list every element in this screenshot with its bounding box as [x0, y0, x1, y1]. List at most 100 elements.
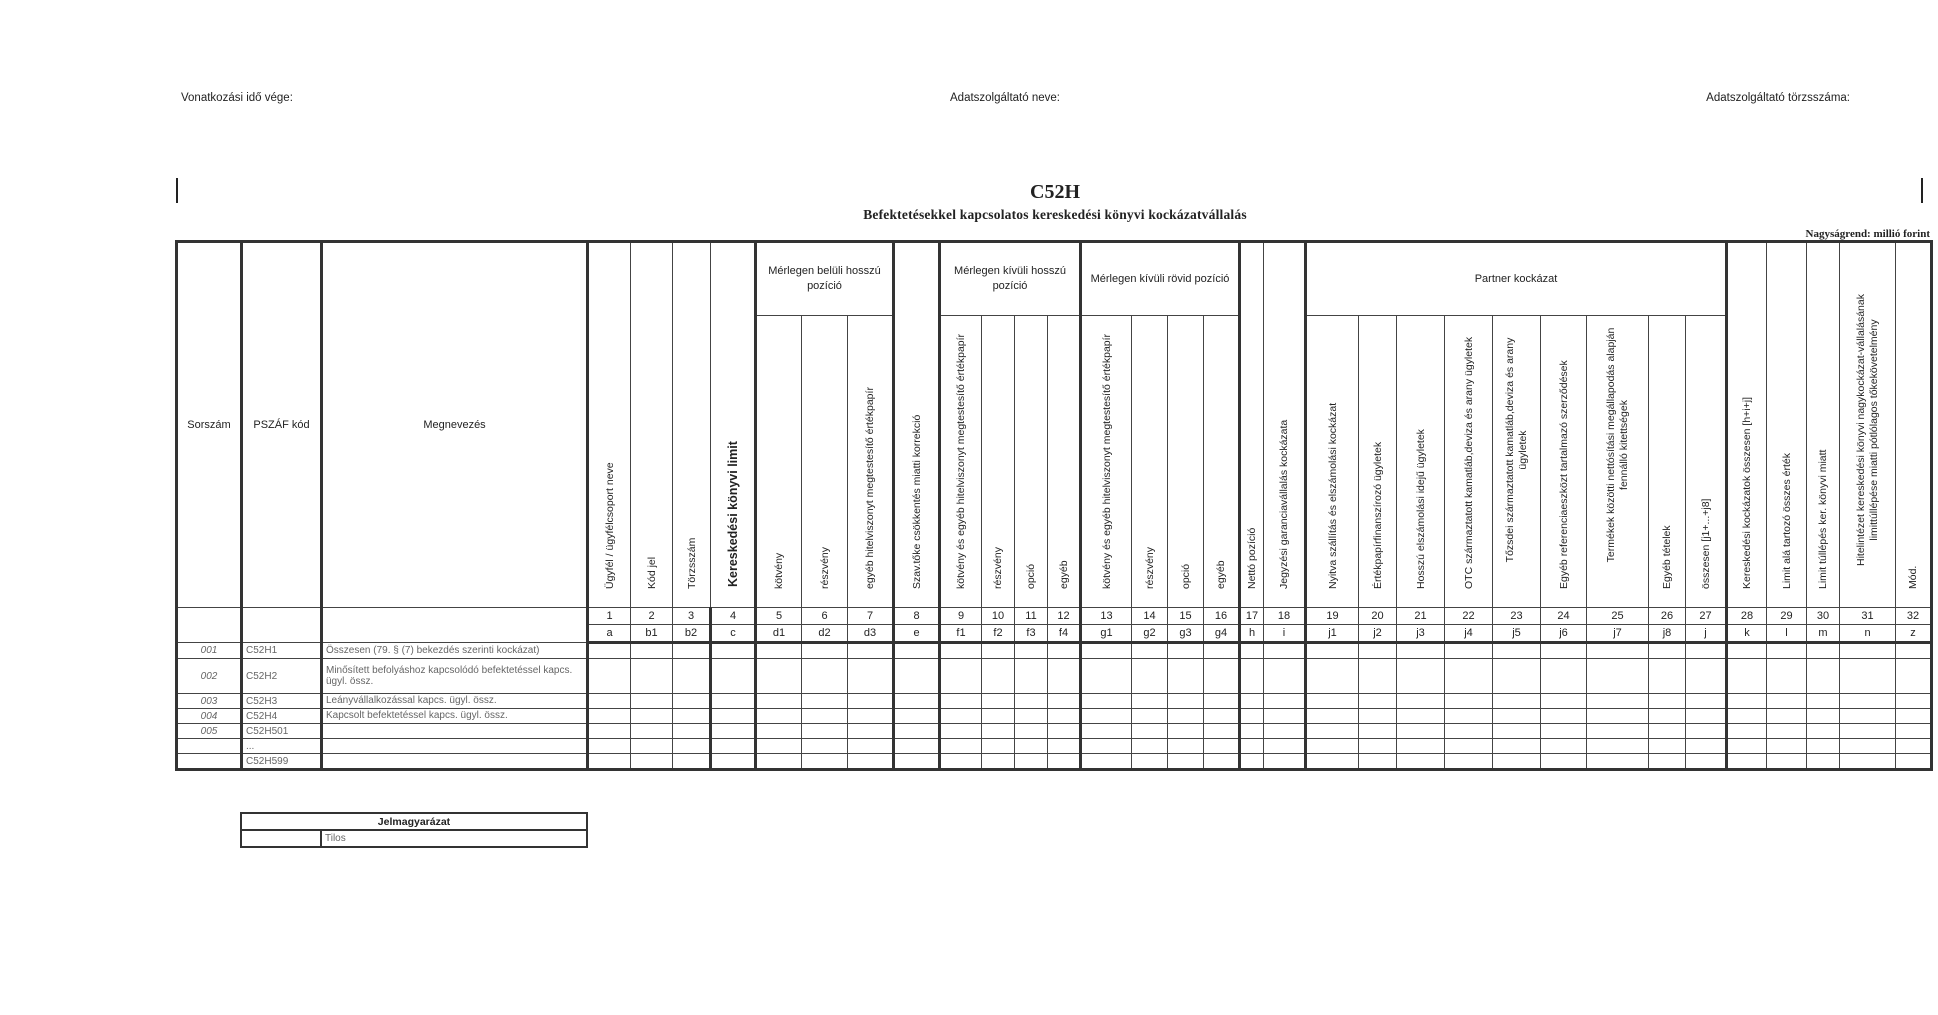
data-cell[interactable]	[1895, 753, 1933, 771]
data-cell[interactable]	[1685, 723, 1728, 739]
data-cell[interactable]	[893, 693, 940, 709]
data-cell[interactable]	[1131, 708, 1168, 724]
data-cell[interactable]	[672, 708, 712, 724]
data-cell[interactable]	[1167, 642, 1204, 659]
data-cell[interactable]	[1766, 738, 1807, 754]
data-cell[interactable]	[1685, 693, 1728, 709]
data-cell[interactable]	[1239, 723, 1264, 739]
data-cell[interactable]	[1444, 693, 1493, 709]
data-cell[interactable]	[1586, 723, 1649, 739]
data-cell[interactable]	[1239, 658, 1264, 694]
data-cell[interactable]	[1047, 693, 1082, 709]
data-cell[interactable]	[587, 642, 631, 659]
data-cell[interactable]	[1239, 642, 1264, 659]
data-cell[interactable]	[1648, 723, 1686, 739]
data-cell[interactable]	[672, 723, 712, 739]
data-cell[interactable]	[801, 753, 848, 771]
data-cell[interactable]	[1047, 642, 1082, 659]
data-cell[interactable]	[1648, 642, 1686, 659]
data-cell[interactable]	[1685, 753, 1728, 771]
data-cell[interactable]	[1203, 658, 1241, 694]
data-cell[interactable]	[1167, 658, 1204, 694]
data-cell[interactable]	[1358, 753, 1397, 771]
data-cell[interactable]	[938, 753, 982, 771]
data-cell[interactable]	[1766, 658, 1807, 694]
data-cell[interactable]	[801, 658, 848, 694]
data-cell[interactable]	[1444, 658, 1493, 694]
data-cell[interactable]	[1806, 753, 1840, 771]
data-cell[interactable]	[1492, 708, 1541, 724]
data-cell[interactable]	[1305, 753, 1359, 771]
data-cell[interactable]	[981, 693, 1015, 709]
data-cell[interactable]	[938, 708, 982, 724]
data-cell[interactable]	[672, 658, 712, 694]
data-cell[interactable]	[1766, 723, 1807, 739]
data-cell[interactable]	[801, 642, 848, 659]
data-cell[interactable]	[1726, 723, 1767, 739]
data-cell[interactable]	[1396, 642, 1445, 659]
data-cell[interactable]	[1766, 753, 1807, 771]
data-cell[interactable]	[587, 723, 631, 739]
data-cell[interactable]	[1358, 642, 1397, 659]
data-cell[interactable]	[710, 753, 756, 771]
data-cell[interactable]	[1358, 708, 1397, 724]
data-cell[interactable]	[630, 642, 673, 659]
data-cell[interactable]	[1540, 693, 1587, 709]
data-cell[interactable]	[1586, 708, 1649, 724]
data-cell[interactable]	[754, 642, 802, 659]
data-cell[interactable]	[1895, 738, 1933, 754]
data-cell[interactable]	[1080, 693, 1132, 709]
data-cell[interactable]	[1131, 642, 1168, 659]
data-cell[interactable]	[1263, 708, 1307, 724]
data-cell[interactable]	[1167, 708, 1204, 724]
data-cell[interactable]	[1806, 708, 1840, 724]
data-cell[interactable]	[1305, 642, 1359, 659]
data-cell[interactable]	[1839, 708, 1896, 724]
data-cell[interactable]	[801, 693, 848, 709]
data-cell[interactable]	[1358, 658, 1397, 694]
data-cell[interactable]	[1766, 693, 1807, 709]
data-cell[interactable]	[1685, 738, 1728, 754]
data-cell[interactable]	[1895, 723, 1933, 739]
data-cell[interactable]	[1806, 642, 1840, 659]
data-cell[interactable]	[1895, 642, 1933, 659]
data-cell[interactable]	[1540, 753, 1587, 771]
data-cell[interactable]	[893, 708, 940, 724]
data-cell[interactable]	[938, 723, 982, 739]
data-cell[interactable]	[1839, 738, 1896, 754]
data-cell[interactable]	[1806, 658, 1840, 694]
data-cell[interactable]	[1806, 738, 1840, 754]
data-cell[interactable]	[710, 658, 756, 694]
data-cell[interactable]	[1766, 708, 1807, 724]
data-cell[interactable]	[1131, 723, 1168, 739]
data-cell[interactable]	[1839, 658, 1896, 694]
data-cell[interactable]	[1540, 723, 1587, 739]
data-cell[interactable]	[1014, 693, 1048, 709]
data-cell[interactable]	[1263, 693, 1307, 709]
data-cell[interactable]	[1305, 658, 1359, 694]
data-cell[interactable]	[1586, 642, 1649, 659]
data-cell[interactable]	[847, 642, 895, 659]
data-cell[interactable]	[710, 723, 756, 739]
data-cell[interactable]	[893, 723, 940, 739]
data-cell[interactable]	[1203, 738, 1241, 754]
data-cell[interactable]	[1396, 753, 1445, 771]
data-cell[interactable]	[1396, 658, 1445, 694]
data-cell[interactable]	[672, 753, 712, 771]
data-cell[interactable]	[981, 723, 1015, 739]
data-cell[interactable]	[893, 738, 940, 754]
data-cell[interactable]	[1806, 723, 1840, 739]
data-cell[interactable]	[1648, 708, 1686, 724]
data-cell[interactable]	[710, 693, 756, 709]
data-cell[interactable]	[1492, 753, 1541, 771]
data-cell[interactable]	[1131, 693, 1168, 709]
data-cell[interactable]	[587, 693, 631, 709]
data-cell[interactable]	[847, 738, 895, 754]
data-cell[interactable]	[1895, 708, 1933, 724]
data-cell[interactable]	[630, 658, 673, 694]
data-cell[interactable]	[1839, 753, 1896, 771]
data-cell[interactable]	[1492, 658, 1541, 694]
data-cell[interactable]	[1263, 738, 1307, 754]
data-cell[interactable]	[981, 642, 1015, 659]
data-cell[interactable]	[1685, 642, 1728, 659]
